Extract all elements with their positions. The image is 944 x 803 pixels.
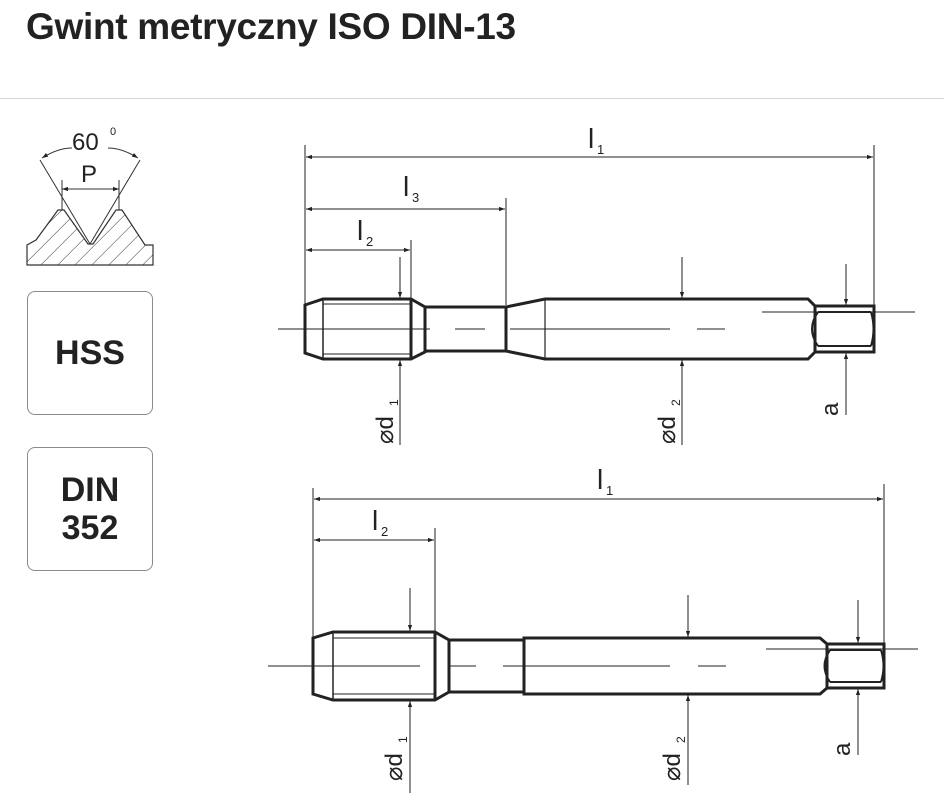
flank-left xyxy=(39,159,91,245)
shank xyxy=(505,297,817,361)
label-d2-sub: 2 xyxy=(674,736,688,743)
square-face xyxy=(811,311,875,347)
label-l1-sub: 1 xyxy=(606,483,613,498)
standard-badge: DIN 352 xyxy=(27,447,153,571)
tap-drawing-bottom xyxy=(268,484,918,793)
pitch-label: P xyxy=(81,161,97,188)
label-l1: l xyxy=(588,123,594,154)
angle-unit: 0 xyxy=(110,126,116,138)
angle-arc-right xyxy=(107,147,139,159)
label-d2-sub: 2 xyxy=(669,399,683,406)
label-l2-sub: 2 xyxy=(381,524,388,539)
label-d1: ⌀d xyxy=(372,416,399,444)
label-d1-sub: 1 xyxy=(387,399,401,406)
label-l2-sub: 2 xyxy=(366,234,373,249)
label-d2: ⌀d xyxy=(659,753,686,781)
header-divider xyxy=(0,98,944,99)
standard-label-line1: DIN xyxy=(60,471,120,509)
label-l2: l xyxy=(372,505,378,536)
labels-top: l 1 l 3 l 2 ⌀d 1 ⌀d 2 a xyxy=(357,123,844,444)
tap-drawing-top xyxy=(278,145,915,445)
label-d1-sub: 1 xyxy=(396,736,410,743)
label-a: a xyxy=(817,402,844,416)
label-l2: l xyxy=(357,215,363,246)
thread-body xyxy=(26,209,154,266)
neck xyxy=(425,305,508,353)
flank-right xyxy=(89,159,141,245)
page-title: Gwint metryczny ISO DIN-13 xyxy=(26,6,516,47)
labels-bottom: l 1 l 2 ⌀d 1 ⌀d 2 a xyxy=(372,464,856,781)
angle-arc-left xyxy=(41,147,73,159)
label-l3-sub: 3 xyxy=(412,190,419,205)
thread-profile-icon: 60 0 P xyxy=(26,126,154,266)
label-a: a xyxy=(829,742,856,756)
square-face xyxy=(823,649,885,683)
label-d2: ⌀d xyxy=(654,416,681,444)
standard-label-line2: 352 xyxy=(61,509,119,547)
material-label: HSS xyxy=(55,333,125,372)
label-l1: l xyxy=(597,464,603,495)
label-l3: l xyxy=(403,171,409,202)
material-badge: HSS xyxy=(27,291,153,415)
angle-label: 60 xyxy=(72,129,99,156)
label-d1: ⌀d xyxy=(381,753,408,781)
label-l1-sub: 1 xyxy=(597,142,604,157)
